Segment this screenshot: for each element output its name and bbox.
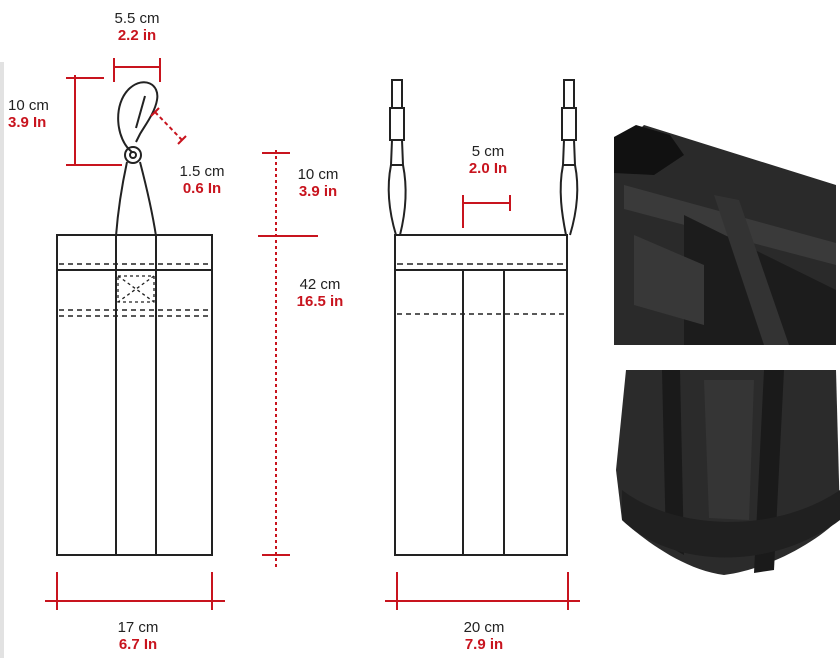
hook-swivel-ring xyxy=(124,146,142,164)
bag-height-cm: 42 cm xyxy=(299,276,341,293)
top-photo-illustration xyxy=(614,125,836,345)
left-front-strap xyxy=(387,164,407,236)
side-width-label: 17 cm 6.7 In xyxy=(104,619,172,653)
hook-width-in: 2.2 in xyxy=(117,27,157,44)
carabiner-gate xyxy=(135,95,146,129)
carabiner-hook xyxy=(117,81,159,153)
hook-width-label: 5.5 cm 2.2 in xyxy=(104,10,170,44)
hook-height-label: 10 cm 3.9 In xyxy=(8,97,49,131)
handle-width-cm: 5 cm xyxy=(471,143,505,160)
bottom-photo-illustration xyxy=(614,370,840,580)
side-width-in: 6.7 In xyxy=(118,636,158,653)
side-strap xyxy=(115,161,157,237)
left-buckle-tip xyxy=(391,79,403,109)
strap-length-label: 10 cm 3.9 in xyxy=(286,166,350,200)
front-width-in: 7.9 in xyxy=(464,636,504,653)
strap-length-cm: 10 cm xyxy=(297,166,339,183)
bottom-detail-photo xyxy=(614,370,840,580)
front-width-label: 20 cm 7.9 in xyxy=(450,619,518,653)
hook-gate-line xyxy=(154,111,183,141)
right-buckle-tip xyxy=(563,79,575,109)
handle-width-in: 2.0 In xyxy=(468,160,508,177)
front-view xyxy=(387,79,579,556)
front-bag-body xyxy=(394,234,568,556)
box-x-stitch xyxy=(117,275,155,303)
side-width-cm: 17 cm xyxy=(117,619,159,636)
hook-height-cm: 10 cm xyxy=(8,97,49,114)
side-bag-body xyxy=(56,234,213,556)
hook-gate-label: 1.5 cm 0.6 In xyxy=(170,163,234,197)
side-view xyxy=(56,81,213,556)
handle-width-label: 5 cm 2.0 In xyxy=(456,143,520,177)
hook-gate-in: 0.6 In xyxy=(182,180,222,197)
hook-gate-cm: 1.5 cm xyxy=(179,163,225,180)
strap-length-in: 3.9 in xyxy=(298,183,338,200)
hook-height-in: 3.9 In xyxy=(8,114,47,131)
left-edge-strip xyxy=(0,62,4,658)
right-front-strap xyxy=(559,164,579,236)
bag-height-label: 42 cm 16.5 in xyxy=(286,276,354,310)
top-detail-photo xyxy=(614,125,836,345)
front-width-cm: 20 cm xyxy=(463,619,505,636)
hook-width-cm: 5.5 cm xyxy=(114,10,160,27)
bag-height-in: 16.5 in xyxy=(296,293,344,310)
dimension-lines xyxy=(45,58,580,610)
